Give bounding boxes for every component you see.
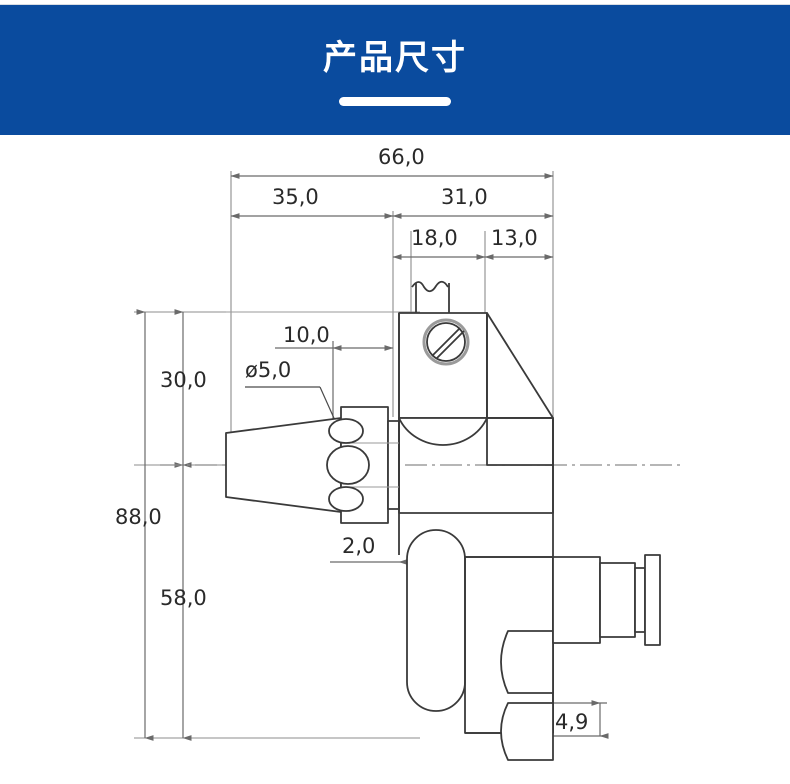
slotted-screw bbox=[422, 318, 470, 366]
fitting-sleeve bbox=[599, 562, 636, 638]
dimension-total-height: 88,0 bbox=[115, 505, 162, 529]
fitting-base bbox=[552, 556, 601, 644]
page-title: 产品尺寸 bbox=[323, 37, 467, 78]
nozzle-hole-bottom bbox=[328, 486, 364, 512]
dimension-slot-width: 2,0 bbox=[342, 534, 376, 558]
technical-drawing-area: 66,0 35,0 31,0 18,0 13,0 30,0 88,0 58,0 … bbox=[0, 135, 790, 784]
dimension-left-section-width: 35,0 bbox=[272, 185, 319, 209]
lower-shaft bbox=[406, 529, 466, 712]
dimension-drawing-svg bbox=[134, 171, 680, 761]
dimension-tail-width: 13,0 bbox=[491, 226, 538, 250]
nozzle-hole-middle bbox=[326, 445, 370, 485]
nozzle-holes bbox=[326, 418, 370, 512]
dimension-right-section-width: 31,0 bbox=[441, 185, 488, 209]
chamfer-wedge bbox=[486, 312, 554, 419]
dimension-overall-width: 66,0 bbox=[378, 145, 425, 169]
fitting-cap bbox=[644, 554, 661, 646]
break-line bbox=[411, 280, 449, 293]
section-header-banner: 产品尺寸 bbox=[0, 5, 790, 135]
dimension-hole-diameter: ø5,0 bbox=[245, 358, 292, 382]
dimension-body-width: 18,0 bbox=[411, 226, 458, 250]
nozzle-step bbox=[387, 420, 400, 510]
body-upper-round bbox=[398, 417, 488, 446]
dimension-hole-spacing: 10,0 bbox=[283, 323, 330, 347]
nozzle-cone bbox=[225, 417, 342, 513]
dimension-lower-height: 58,0 bbox=[160, 586, 207, 610]
fitting-ring bbox=[634, 567, 646, 633]
page-top-edge bbox=[0, 0, 790, 5]
notch-lower bbox=[500, 702, 554, 761]
title-underline-rule bbox=[339, 96, 451, 106]
dimension-upper-height: 30,0 bbox=[160, 368, 207, 392]
nozzle-hole-top bbox=[328, 418, 364, 444]
body-right-upper bbox=[486, 417, 554, 466]
dimension-bottom-step: 4,9 bbox=[555, 710, 589, 734]
notch-upper bbox=[500, 630, 554, 694]
